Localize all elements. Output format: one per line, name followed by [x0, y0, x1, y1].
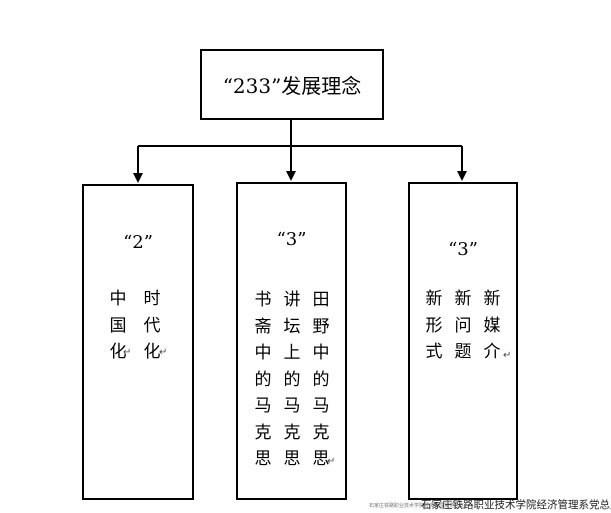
branch-column: 新媒介 — [483, 289, 501, 362]
branch-column: 中国化 — [109, 289, 127, 362]
branch-box-left: “2” 中国化 时代化 ↵ ↵ — [82, 184, 194, 500]
paragraph-mark: ↵ — [159, 347, 168, 358]
branch-heading: “2” — [123, 232, 153, 253]
branch-box-right: “3” 新形式 新问题 新媒介 ↵ — [408, 182, 518, 500]
paragraph-mark: ↵ — [327, 456, 336, 467]
footer-small-text: 石家庄铁路职业技术学院经济管理系党总支 — [369, 503, 465, 509]
concept-title: “233”发展理念 — [222, 74, 362, 98]
branch-heading: “3” — [448, 239, 478, 260]
branch-column: 新形式 — [425, 289, 443, 362]
branch-column: 新问题 — [454, 289, 472, 362]
concept-box: “233”发展理念 — [200, 49, 384, 120]
branch-heading: “3” — [276, 229, 307, 250]
branch-column: 时代化 — [143, 289, 161, 362]
footer-text: 石家庄铁路职业技术学院经济管理系党总支 — [421, 499, 611, 511]
branch-column: 田野中的马克思 — [312, 290, 330, 469]
branch-column: 讲坛上的马克思 — [283, 290, 301, 469]
paragraph-mark: ↵ — [123, 347, 132, 358]
branch-column: 书斋中的马克思 — [254, 290, 272, 469]
branch-box-middle: “3” 书斋中的马克思 讲坛上的马克思 田野中的马克思 ↵ — [236, 182, 347, 500]
paragraph-mark: ↵ — [503, 350, 512, 361]
